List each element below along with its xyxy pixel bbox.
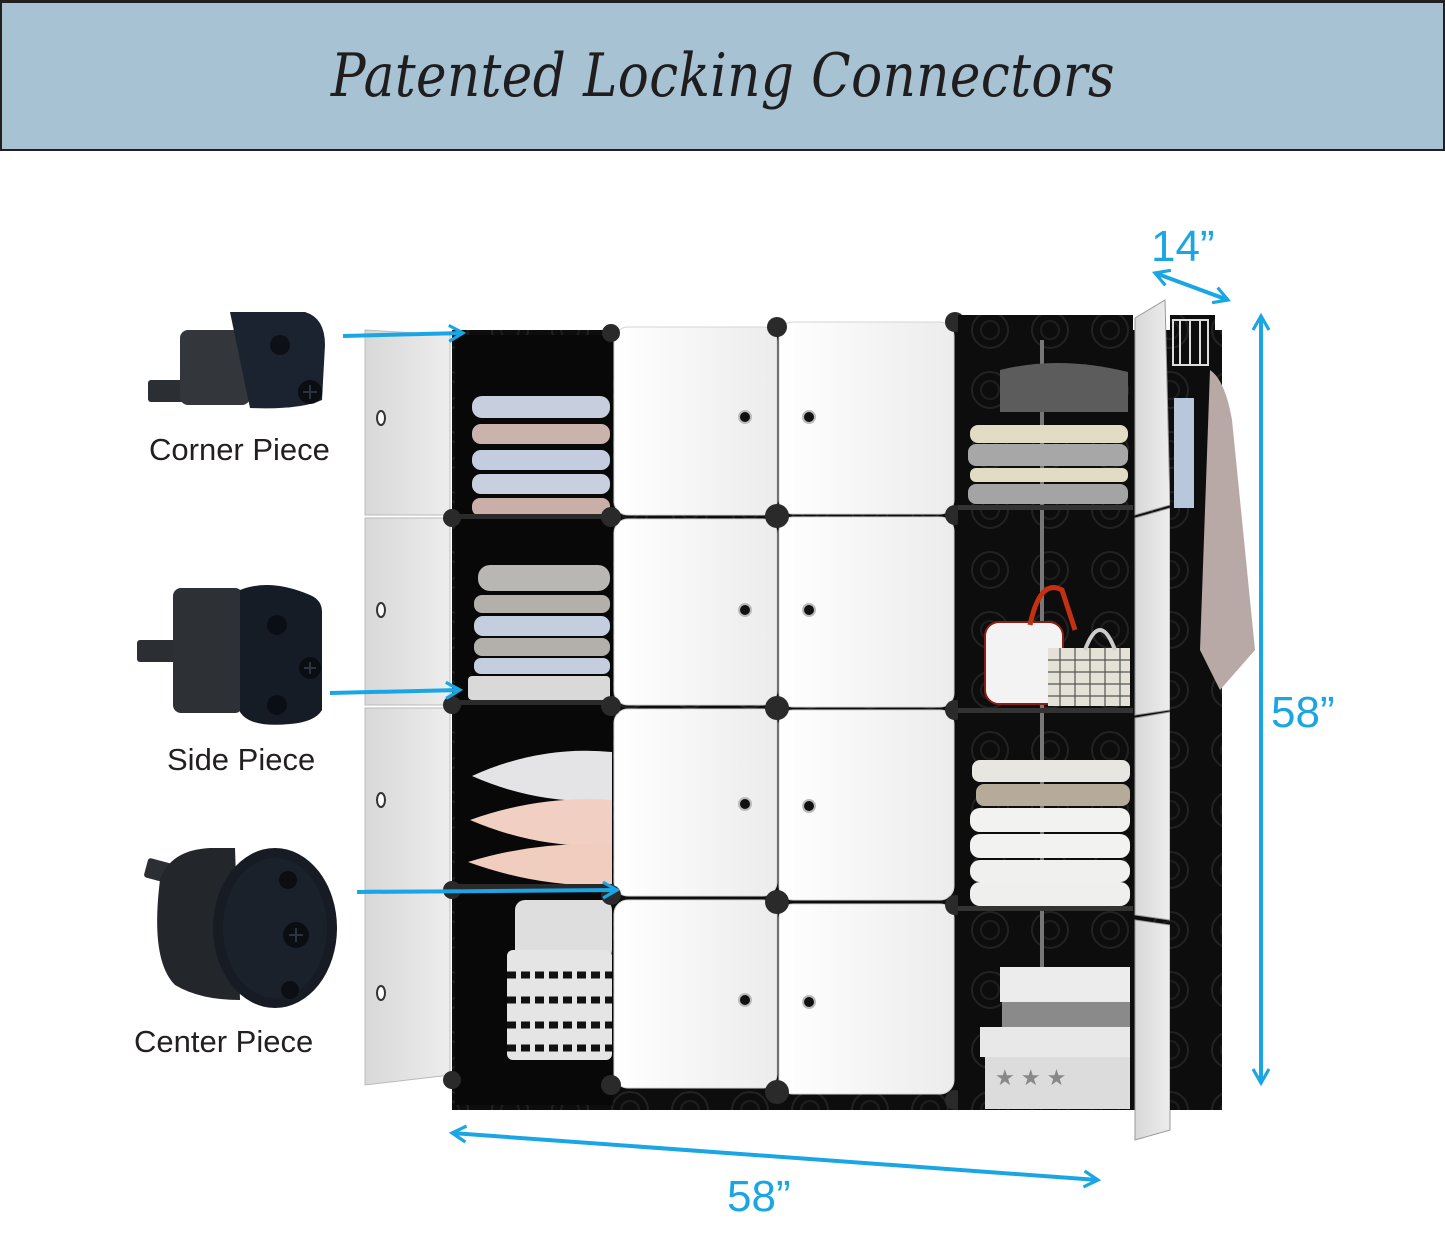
left-open-doors — [364, 329, 451, 1086]
svg-text:★ ★ ★: ★ ★ ★ — [995, 1065, 1066, 1090]
left-column-interior — [455, 335, 613, 1105]
folded-blankets — [968, 362, 1128, 504]
hanging-scarf — [1200, 370, 1255, 690]
center-pointer-arrow — [356, 880, 621, 900]
folded-towels — [970, 760, 1130, 906]
center-piece-label: Center Piece — [134, 1024, 314, 1059]
side-panel — [1170, 315, 1255, 1110]
hanging-tie — [1174, 398, 1194, 508]
corner-piece-label: Corner Piece — [149, 432, 330, 467]
right-column-interior: ★ ★ ★ — [958, 315, 1133, 1110]
side-connector-icon — [137, 585, 322, 725]
page-title: Patented Locking Connectors — [330, 41, 1115, 111]
side-piece-label: Side Piece — [167, 742, 316, 777]
width-arrow — [448, 1124, 1102, 1189]
folded-sweaters — [468, 565, 610, 700]
corner-pointer-arrow — [342, 323, 467, 343]
header-banner: Patented Locking Connectors — [0, 0, 1445, 151]
side-pointer-arrow — [329, 680, 464, 700]
right-open-doors — [1134, 299, 1171, 1141]
center-connector-icon — [144, 848, 337, 1008]
connector-pointer-arrows — [329, 323, 621, 900]
depth-arrow — [1151, 268, 1232, 305]
corner-connector-icon — [148, 312, 325, 409]
closed-doors — [613, 321, 955, 1095]
storage-boxes: ★ ★ ★ — [980, 967, 1130, 1109]
handbags — [984, 585, 1130, 706]
pillows — [468, 750, 612, 886]
storage-basket — [507, 900, 612, 1060]
dimension-arrows — [448, 268, 1271, 1189]
folded-shirts — [472, 396, 610, 516]
width-label: 58” — [727, 1172, 791, 1221]
height-label: 58” — [1271, 688, 1335, 737]
depth-label: 14” — [1151, 222, 1215, 271]
storage-cabinet: ★ ★ ★ — [364, 299, 1255, 1141]
